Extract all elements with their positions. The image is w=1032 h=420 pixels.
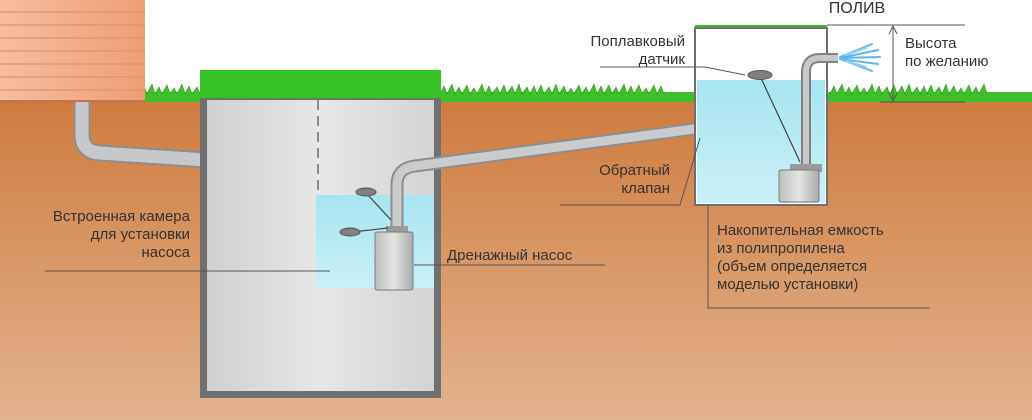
drain-pump (374, 226, 414, 291)
label-float-sensor: Поплавковый датчик (590, 33, 685, 68)
left-tank (200, 70, 441, 398)
height-dimension (827, 24, 965, 103)
label-drain-pump: Дренажный насос (447, 247, 573, 264)
leader-storage-tank (707, 205, 930, 309)
leader-lines (45, 66, 930, 309)
left-tank-lid (200, 70, 441, 100)
irrigation-pump (778, 53, 838, 203)
house-wall (0, 0, 145, 103)
label-irrigation: ПОЛИВ (828, 0, 886, 17)
water-spray (839, 43, 881, 72)
grass (139, 83, 1032, 102)
label-height: Высота по желанию (905, 35, 989, 70)
leader-check-valve (560, 137, 701, 206)
label-built-in-chamber: Встроенная камера для установки насоса (52, 208, 190, 261)
label-check-valve: Обратный клапан (599, 162, 670, 197)
float-sensor-right (747, 70, 801, 163)
leader-float-sensor (600, 66, 746, 76)
label-storage-tank: Накопительная емкость из полипропилена (… (717, 222, 884, 293)
float-switches-left (339, 187, 392, 237)
discharge-pipe (390, 121, 703, 228)
